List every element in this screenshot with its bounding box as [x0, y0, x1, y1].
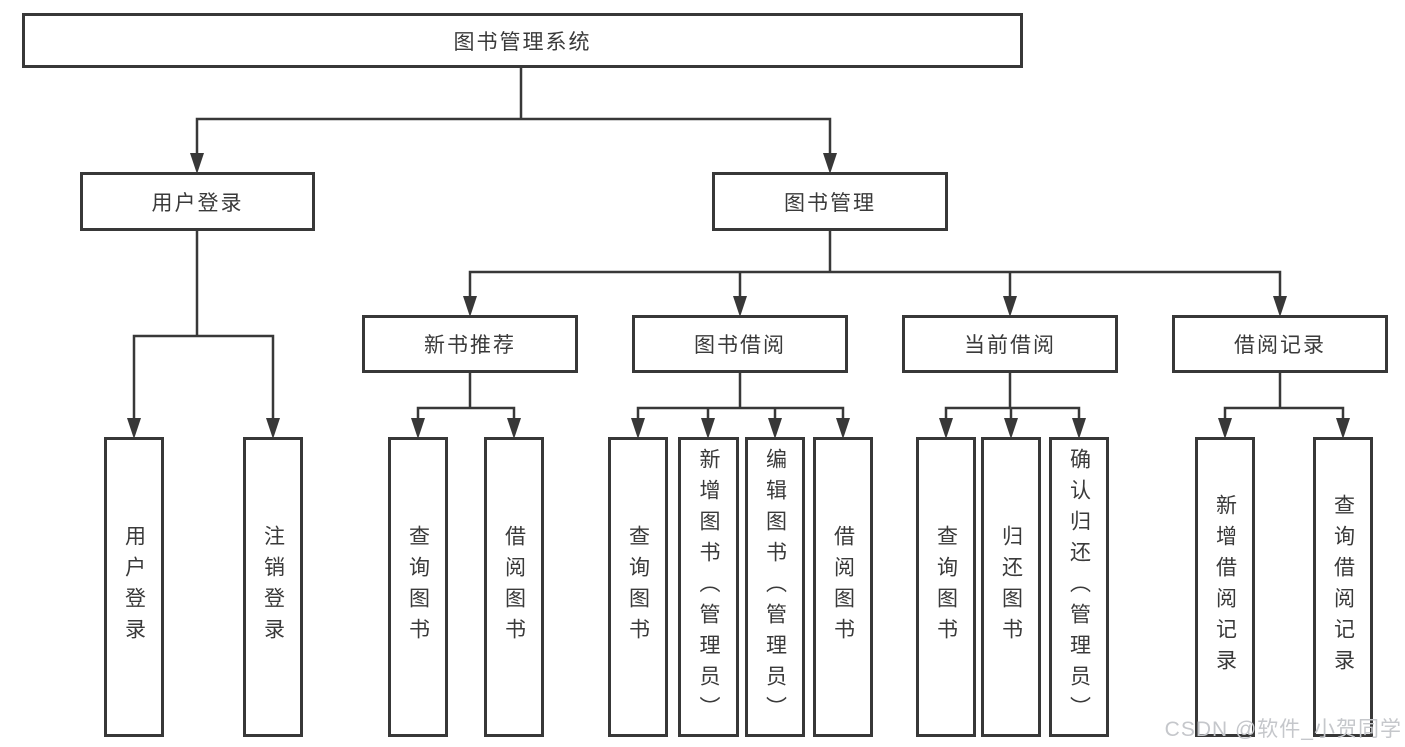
leaf-query-borrow-record-label: 查询借阅记录 — [1331, 494, 1355, 680]
leaf-edit-book-admin-label: 编辑图书（管理员） — [763, 447, 787, 727]
node-current-borrowing-label: 当前借阅 — [964, 334, 1056, 357]
leaf-return-book-label: 归还图书 — [999, 525, 1023, 649]
node-book-borrowing: 图书借阅 — [632, 315, 848, 373]
leaf-query-books-current: 查询图书 — [916, 437, 976, 737]
node-user-login: 用户登录 — [80, 172, 315, 231]
leaf-return-book: 归还图书 — [981, 437, 1041, 737]
node-book-management: 图书管理 — [712, 172, 948, 231]
leaf-query-books-newbooks: 查询图书 — [388, 437, 448, 737]
leaf-add-book-admin: 新增图书（管理员） — [678, 437, 739, 737]
leaf-edit-book-admin: 编辑图书（管理员） — [745, 437, 805, 737]
leaf-borrow-books-newbooks-label: 借阅图书 — [502, 525, 526, 649]
node-new-book-recommend-label: 新书推荐 — [424, 334, 516, 357]
node-book-borrowing-label: 图书借阅 — [694, 334, 786, 357]
csdn-watermark: CSDN @软件_小贺同学 — [1164, 718, 1402, 741]
node-borrowing-records-label: 借阅记录 — [1234, 334, 1326, 357]
leaf-user-login-label: 用户登录 — [122, 525, 146, 649]
leaf-query-borrow-record: 查询借阅记录 — [1313, 437, 1373, 737]
leaf-query-books-borrowing: 查询图书 — [608, 437, 668, 737]
node-current-borrowing: 当前借阅 — [902, 315, 1118, 373]
node-book-management-label: 图书管理 — [784, 191, 876, 215]
leaf-query-books-newbooks-label: 查询图书 — [406, 525, 430, 649]
leaf-add-book-admin-label: 新增图书（管理员） — [697, 447, 720, 727]
node-library-system-label: 图书管理系统 — [453, 30, 592, 54]
leaf-query-books-current-label: 查询图书 — [934, 525, 958, 649]
leaf-borrow-books-borrowing: 借阅图书 — [813, 437, 873, 737]
leaf-user-login: 用户登录 — [104, 437, 164, 737]
node-new-book-recommend: 新书推荐 — [362, 315, 578, 373]
leaf-borrow-books-newbooks: 借阅图书 — [484, 437, 544, 737]
node-library-system: 图书管理系统 — [22, 13, 1023, 68]
leaf-query-books-borrowing-label: 查询图书 — [626, 525, 650, 649]
leaf-logout-label: 注销登录 — [261, 525, 285, 649]
leaf-confirm-return-admin: 确认归还（管理员） — [1049, 437, 1109, 737]
leaf-borrow-books-borrowing-label: 借阅图书 — [831, 525, 855, 649]
leaf-add-borrow-record-label: 新增借阅记录 — [1213, 494, 1237, 680]
node-borrowing-records: 借阅记录 — [1172, 315, 1388, 373]
leaf-add-borrow-record: 新增借阅记录 — [1195, 437, 1255, 737]
leaf-confirm-return-admin-label: 确认归还（管理员） — [1067, 447, 1091, 727]
leaf-logout: 注销登录 — [243, 437, 303, 737]
node-user-login-label: 用户登录 — [151, 191, 244, 215]
